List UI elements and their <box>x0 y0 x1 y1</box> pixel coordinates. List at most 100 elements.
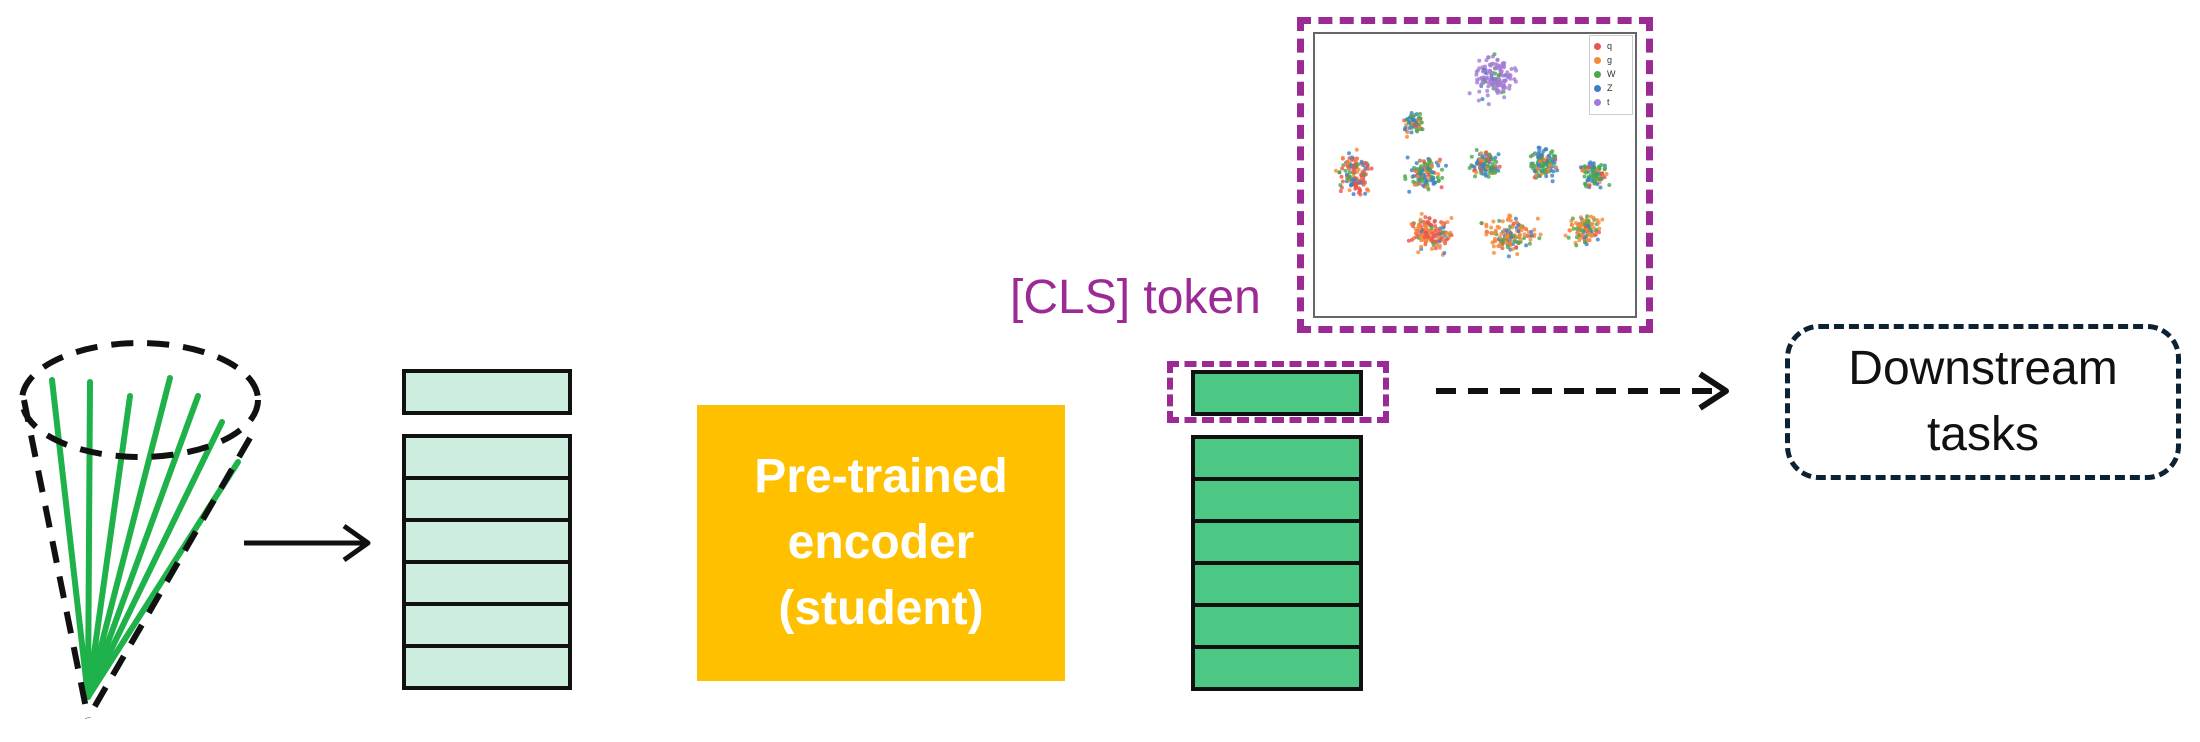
tsne-point <box>1440 175 1445 180</box>
tsne-point <box>1497 218 1502 223</box>
tsne-point <box>1548 159 1552 163</box>
tsne-point <box>1507 83 1512 88</box>
tsne-point <box>1584 170 1589 175</box>
tsne-point <box>1436 163 1441 168</box>
output-token <box>1191 477 1363 523</box>
tsne-point <box>1351 192 1356 197</box>
tsne-point <box>1486 55 1491 60</box>
tsne-point <box>1440 222 1445 227</box>
tsne-point <box>1506 254 1511 259</box>
tsne-point <box>1433 246 1438 251</box>
tsne-point <box>1481 69 1485 74</box>
tsne-point <box>1485 230 1490 235</box>
tsne-point <box>1402 127 1407 132</box>
tsne-point <box>1467 166 1472 170</box>
tsne-point <box>1494 89 1499 94</box>
tsne-point <box>1437 159 1442 164</box>
tsne-point <box>1441 225 1446 230</box>
tsne-point <box>1500 219 1505 224</box>
tsne-point <box>1591 172 1596 177</box>
tsne-point <box>1484 158 1489 163</box>
tsne-point <box>1537 145 1542 150</box>
tsne-point <box>1350 155 1354 160</box>
tsne-point <box>1356 167 1361 172</box>
legend-dot <box>1594 98 1601 106</box>
tsne-point <box>1604 172 1609 176</box>
tsne-point <box>1449 216 1454 220</box>
legend-dot <box>1594 56 1601 64</box>
tsne-point <box>1425 219 1430 224</box>
tsne-point <box>1365 164 1370 169</box>
tsne-point <box>1540 164 1544 169</box>
tsne-point <box>1595 218 1600 223</box>
tsne-point <box>1489 225 1494 230</box>
tsne-point <box>1422 174 1427 179</box>
tsne-point <box>1414 229 1419 234</box>
tsne-point <box>1483 64 1487 69</box>
tsne-point <box>1522 236 1527 240</box>
tsne-point <box>1491 61 1496 66</box>
tsne-point <box>1496 244 1501 249</box>
tsne-point <box>1361 172 1366 177</box>
tsne-point <box>1348 183 1353 188</box>
tsne-point <box>1485 93 1490 98</box>
tsne-point <box>1539 161 1544 166</box>
tsne-point <box>1423 242 1428 247</box>
tsne-point <box>1513 216 1518 221</box>
tsne-point <box>1542 162 1547 167</box>
tsne-point <box>1337 170 1342 175</box>
tsne-point <box>1512 239 1517 244</box>
downstream-arrow <box>1436 371 1729 411</box>
tsne-point <box>1525 234 1530 238</box>
tsne-point <box>1568 228 1573 233</box>
jet-cone-icon <box>19 340 261 720</box>
tsne-point <box>1429 164 1434 169</box>
tsne-point <box>1438 228 1442 233</box>
tsne-point <box>1478 160 1483 165</box>
tsne-point <box>1479 151 1484 156</box>
tsne-point <box>1474 148 1479 152</box>
tsne-point <box>1563 233 1568 238</box>
tsne-point <box>1342 162 1347 167</box>
tsne-point <box>1488 68 1493 73</box>
tsne-point <box>1407 119 1412 124</box>
tsne-point <box>1550 173 1555 178</box>
cls-token-label: [CLS] token <box>1010 271 1261 324</box>
tsne-point <box>1500 246 1505 251</box>
tsne-point <box>1349 177 1354 182</box>
tsne-point <box>1411 117 1416 122</box>
tsne-point <box>1602 163 1607 168</box>
tsne-point <box>1586 223 1591 228</box>
tsne-point <box>1362 168 1367 173</box>
tsne-point <box>1418 112 1423 116</box>
output-cls-token <box>1191 370 1363 416</box>
tsne-point <box>1425 166 1430 171</box>
tsne-point <box>1588 173 1593 178</box>
tsne-legend: q g W Z t <box>1589 35 1633 115</box>
tsne-point <box>1493 80 1497 85</box>
tsne-point <box>1523 226 1528 231</box>
input-token <box>402 602 572 648</box>
tsne-point <box>1430 246 1434 251</box>
tsne-point <box>1361 182 1366 187</box>
tsne-point <box>1497 235 1502 240</box>
tsne-point <box>1445 231 1450 236</box>
tsne-point <box>1498 69 1503 74</box>
tsne-point <box>1598 185 1603 190</box>
tsne-point <box>1528 237 1533 242</box>
tsne-point <box>1426 163 1430 168</box>
tsne-point <box>1424 238 1429 243</box>
tsne-point <box>1544 174 1549 179</box>
cls-token-highlight <box>1167 361 1389 423</box>
tsne-point <box>1425 182 1430 187</box>
tsne-point <box>1439 185 1444 190</box>
tsne-point <box>1348 164 1353 169</box>
tsne-point <box>1479 171 1484 176</box>
tsne-point <box>1566 235 1571 240</box>
encoder-label-line3: (student) <box>778 582 984 635</box>
tsne-scatter <box>1333 52 1612 259</box>
tsne-point <box>1535 216 1540 221</box>
tsne-point <box>1338 189 1343 194</box>
tsne-point <box>1427 159 1431 164</box>
tsne-point <box>1585 214 1590 219</box>
